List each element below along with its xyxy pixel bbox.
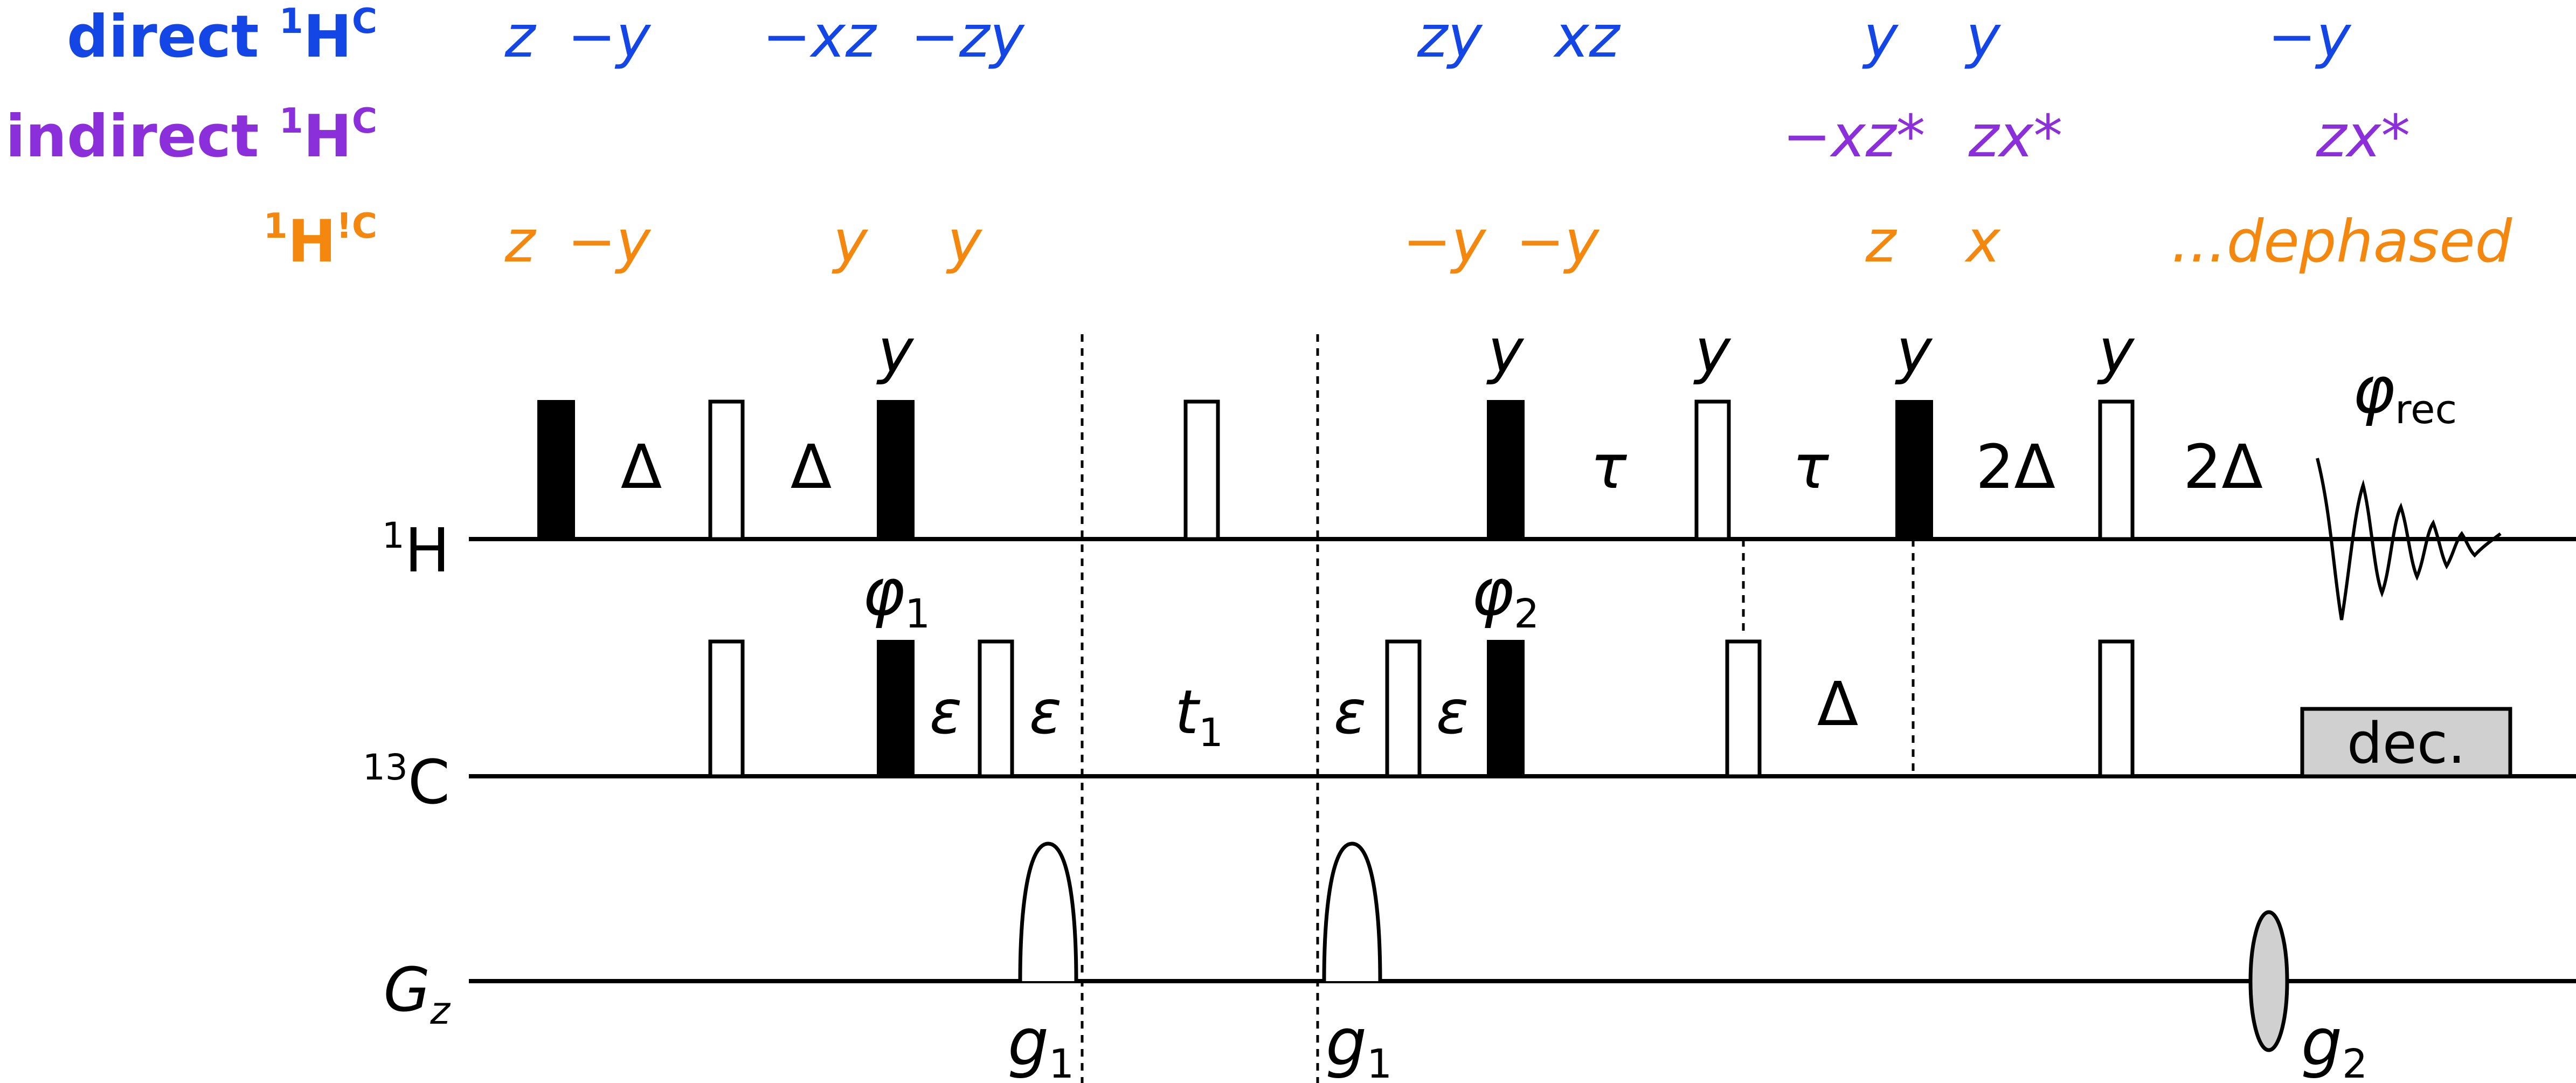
h-pulse-180	[708, 399, 745, 541]
epsilon-label: ε	[1436, 678, 1469, 748]
delay-label: Δ	[621, 432, 662, 502]
remote-state-values: z −y y y −y −y z x ...dephased	[504, 208, 2513, 275]
c-pulse-180	[978, 639, 1014, 778]
g2-label: g2	[2301, 1005, 2367, 1083]
pulse-phase-label: y	[1895, 316, 1933, 387]
receiver-phase-label: φrec	[2352, 353, 2457, 433]
pulse-phase-label: y	[1693, 316, 1732, 387]
delay-label: τ	[1590, 432, 1627, 502]
gradient-g2	[2248, 910, 2289, 1052]
c-pulse-90	[1487, 640, 1525, 778]
decoupling-label: dec.	[2347, 710, 2466, 776]
indirect-row-label: indirect 1HC	[5, 101, 377, 170]
h-pulse-180	[1694, 399, 1731, 541]
direct-state: −y	[2268, 3, 2352, 71]
direct-state: y	[1862, 3, 1899, 71]
pulse-phase-label: y	[1486, 316, 1525, 387]
delay-label: τ	[1792, 432, 1829, 502]
direct-state: −zy	[910, 3, 1025, 71]
gradient-g1	[1322, 841, 1382, 982]
h-phase-labels: y y y y y	[876, 316, 2135, 387]
direct-state: xz	[1553, 3, 1621, 71]
delay-label: 2Δ	[1976, 432, 2055, 502]
decoupling-block	[2300, 707, 2512, 778]
dashed-separators	[1081, 334, 1915, 1083]
c-channel-label: 13C	[363, 747, 450, 818]
h-pulse-180	[1183, 399, 1220, 541]
epsilon-label: ε	[1029, 678, 1062, 748]
pulse-phase-label: y	[876, 316, 915, 387]
g-channel-label: Gz	[383, 955, 451, 1033]
remote-state: z	[1865, 208, 1898, 275]
direct-state-values: z −y −xz −zy zy xz y y −y	[504, 3, 2352, 71]
remote-state: −y	[1403, 208, 1487, 275]
g1-label: g1	[1008, 1005, 1074, 1083]
h-delay-labels: Δ Δ τ τ 2Δ 2Δ	[621, 432, 2263, 502]
c-pulse-180	[708, 639, 745, 778]
h-phase-symbols: φ1 φ2 φrec	[862, 353, 2457, 637]
remote-state: y	[946, 208, 983, 275]
direct-state: −xz	[762, 3, 877, 71]
indirect-state: zx*	[2316, 103, 2411, 170]
h-pulses	[537, 399, 2135, 541]
c-delay-labels: ε ε ε ε t1 Δ	[930, 670, 1859, 755]
c-pulse-90	[877, 640, 915, 778]
gradient-labels: g1 g1 g2	[1008, 1005, 2367, 1083]
channel-labels: 1H 13C Gz	[363, 515, 451, 1033]
pulse-phase-label: y	[2097, 316, 2135, 387]
remote-state: −y	[567, 208, 652, 275]
fid-signal	[2316, 458, 2502, 620]
h-pulse-90	[1487, 400, 1525, 541]
remote-row-label: 1H!C	[264, 206, 377, 275]
epsilon-label: ε	[930, 678, 962, 748]
gradient-g1	[1018, 841, 1078, 982]
indirect-state: −xz*	[1782, 103, 1925, 170]
c-pulse-180	[1385, 639, 1422, 778]
gradients	[1018, 841, 2289, 1052]
h-channel-label: 1H	[382, 515, 450, 586]
delay-label: Δ	[791, 432, 832, 502]
remote-state: z	[504, 208, 537, 275]
delta-label: Δ	[1817, 670, 1859, 740]
phase1-label: φ1	[862, 555, 930, 637]
remote-state: −y	[1516, 208, 1600, 275]
c-pulse-180	[2098, 639, 2135, 778]
epsilon-label: ε	[1334, 678, 1367, 748]
c-pulse-180	[1725, 639, 1762, 778]
indirect-state: zx*	[1968, 103, 2063, 170]
h-pulse-90	[1895, 400, 1933, 541]
h-pulse-180	[2098, 399, 2135, 541]
g1-label: g1	[1326, 1005, 1392, 1083]
direct-row-label: direct 1HC	[67, 2, 377, 71]
remote-state: y	[832, 208, 869, 275]
c-pulses	[708, 639, 2135, 778]
delay-label: 2Δ	[2183, 432, 2263, 502]
indirect-state-values: −xz* zx* zx*	[1782, 103, 2410, 170]
state-row-labels: direct 1HC indirect 1HC 1H!C	[5, 2, 377, 275]
remote-state: ...dephased	[2171, 208, 2513, 275]
h-pulse-90	[877, 400, 915, 541]
phase2-label: φ2	[1471, 555, 1539, 637]
direct-state: y	[1964, 3, 2002, 71]
t1-label: t1	[1175, 678, 1223, 755]
direct-state: z	[504, 3, 537, 71]
direct-state: −y	[567, 3, 652, 71]
h-pulse-90	[537, 400, 575, 541]
direct-state: zy	[1417, 3, 1484, 71]
remote-state: x	[1964, 208, 2001, 275]
